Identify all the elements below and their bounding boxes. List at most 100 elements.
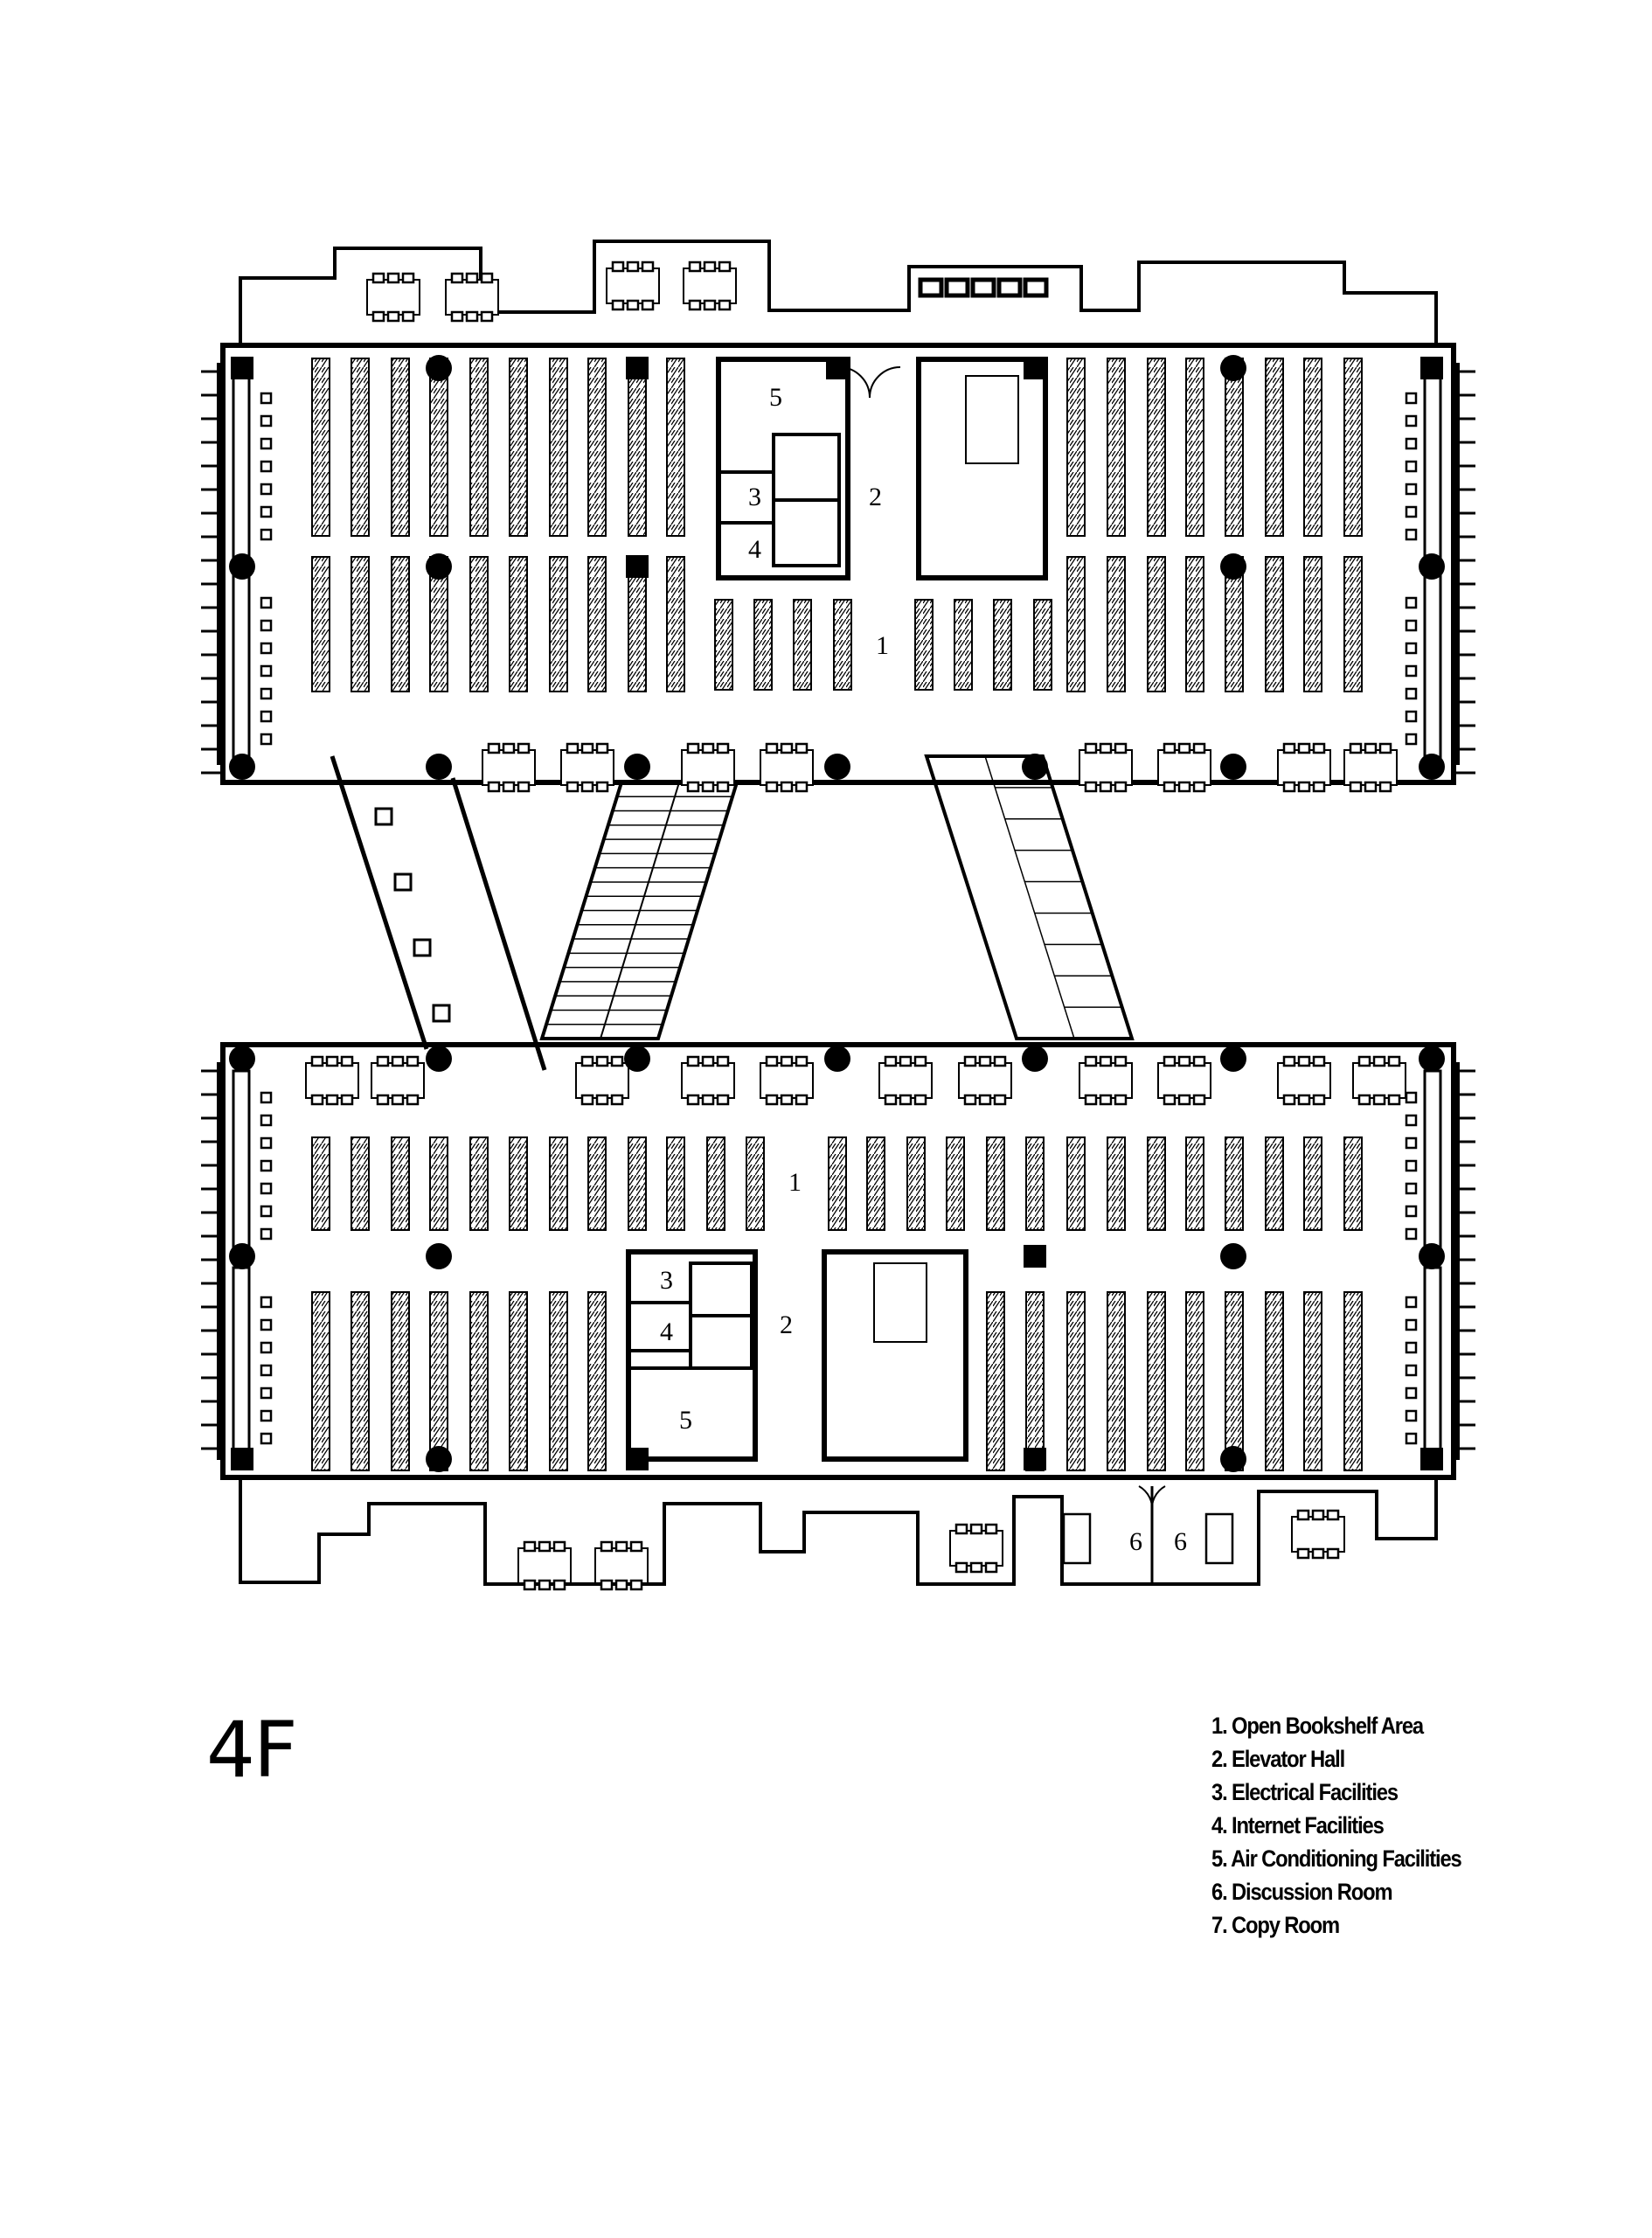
chair [1378,742,1392,754]
chair [716,742,730,754]
chair [1372,1094,1386,1106]
square-column [626,555,649,578]
bookshelf [311,1291,330,1471]
window-seat [1405,596,1418,609]
round-column [624,1046,650,1072]
window-bench [232,370,251,561]
square-column [1024,1448,1046,1470]
legend-item: 5. Air Conditioning Facilities [1211,1845,1462,1872]
study-table [371,1062,425,1099]
bookshelf [1343,1291,1363,1471]
round-column [426,754,452,780]
chair [1099,1094,1113,1106]
square-column [1024,1245,1046,1268]
chair [1387,1055,1401,1067]
chair [391,1055,405,1067]
window-bench [1423,370,1442,561]
window-seat [260,687,273,700]
bookshelf [311,556,330,692]
bookshelves [311,358,1363,1471]
study-table [878,1062,933,1099]
chair [371,272,385,284]
chair [1349,742,1363,754]
chair [340,1094,354,1106]
window-seat [260,1387,273,1400]
window-seat [260,528,273,541]
chair [614,1579,628,1591]
chair [884,1055,898,1067]
chair [701,742,715,754]
bookshelf [1147,1291,1166,1471]
chair [1177,1094,1191,1106]
bookshelf [628,358,647,537]
round-column [229,553,255,580]
chair [538,1579,552,1591]
window-bench [232,566,251,767]
chair [1387,1094,1401,1106]
bookshelf [469,358,489,537]
window-seat [260,1432,273,1445]
bookshelf [549,1291,568,1471]
chair [629,1540,643,1553]
window-seat [1405,460,1418,473]
bookshelf [311,1136,330,1231]
bookshelf [1225,1136,1244,1231]
chair [1349,781,1363,793]
discussion-table [1062,1512,1092,1565]
chair [688,299,702,311]
bookshelf [1033,599,1052,691]
floor-block-wall [220,343,1456,785]
chair [391,1094,405,1106]
bookshelf [1066,358,1086,537]
bookshelf [469,1136,489,1231]
window-seat [260,619,273,632]
bookshelf [906,1136,926,1231]
chair [1114,1055,1128,1067]
study-table [594,1547,649,1584]
upper-annex-outline [239,240,1438,345]
bookshelf [1303,1291,1322,1471]
ramp-rail [984,755,1075,1039]
chair [1163,781,1177,793]
bookshelf [753,599,773,691]
bookshelf [1343,358,1363,537]
window-unit [918,277,944,298]
door-swing [838,366,901,399]
chair [502,742,516,754]
bookshelf [429,1291,448,1471]
chair [1192,781,1206,793]
study-table [1352,1062,1406,1099]
square-column [1420,357,1443,379]
chair [386,272,400,284]
study-table [760,1062,814,1099]
study-table [366,279,420,316]
round-column [1220,754,1246,780]
round-column [1022,754,1048,780]
bookshelf [1066,1291,1086,1471]
square-column [231,357,253,379]
window-seat [1405,1296,1418,1309]
chair [595,781,609,793]
chair [376,1055,390,1067]
chair [611,299,625,311]
bookshelf [351,1136,370,1231]
window-seat [260,1205,273,1218]
chair [780,1094,794,1106]
legend-item: 2. Elevator Hall [1211,1746,1345,1772]
window-seat [1405,1182,1418,1195]
round-column [426,1243,452,1269]
bookshelf [1107,1291,1126,1471]
chair [1311,1547,1325,1560]
chair [993,1055,1007,1067]
chair [580,1055,594,1067]
chair [884,1094,898,1106]
chair [629,1579,643,1591]
bookshelf [1147,556,1166,692]
window-unit [996,277,1023,298]
chair [480,310,494,323]
window-seat [260,1159,273,1172]
window-seat [260,505,273,518]
chair [1364,781,1378,793]
round-column [1220,355,1246,381]
chair [626,261,640,273]
